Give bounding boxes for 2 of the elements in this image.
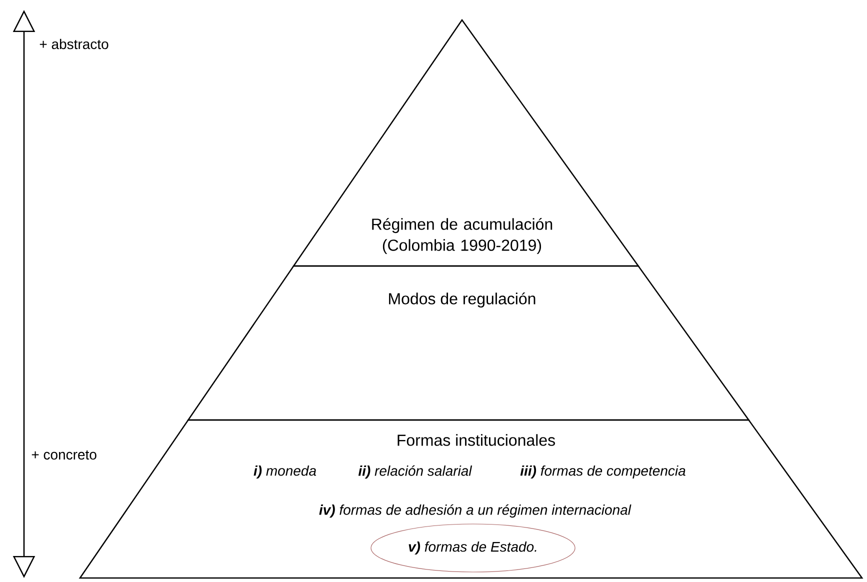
axis-label: + concreto	[32, 450, 96, 460]
axis-label: + abstracto	[40, 38, 108, 50]
